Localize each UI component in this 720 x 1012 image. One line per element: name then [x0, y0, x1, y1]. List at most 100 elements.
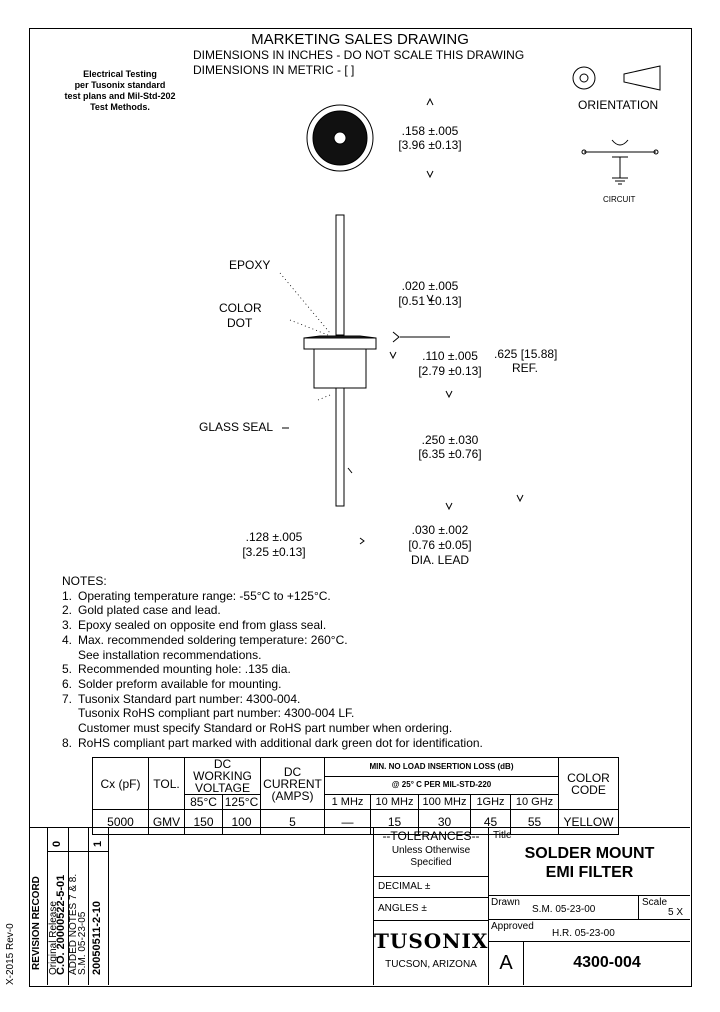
title-block-top-line: [29, 827, 690, 828]
title-block-divider: [373, 827, 374, 985]
dim-overall-length: .625 [15.88]: [494, 347, 558, 361]
notes-section: NOTES: 1. Operating temperature range: -5…: [62, 574, 483, 750]
note-number: 3.: [62, 618, 73, 633]
dim-flange-diameter: .128 ±.005: [245, 530, 303, 544]
drawing-size: A: [499, 952, 513, 974]
header-line: CODE: [571, 782, 606, 797]
orientation-label: ORIENTATION: [578, 98, 659, 112]
circuit-icon: [581, 139, 659, 185]
note-item: 2. Gold plated case and lead.: [62, 603, 483, 618]
dim-lead-diameter-metric: [0.76 ±0.05]: [408, 538, 472, 552]
title-label: Title: [493, 830, 512, 841]
revision-divider: [68, 827, 69, 985]
testing-note: Electrical Testing per Tusonix standard …: [60, 69, 180, 113]
cell-loss: 15: [370, 809, 419, 835]
note-text: Gold plated case and lead.: [78, 603, 221, 618]
cell-color: YELLOW: [558, 809, 619, 835]
circuit-label: CIRCUIT: [603, 195, 636, 204]
note-text: Operating temperature range: -55°C to +1…: [78, 588, 331, 603]
note-text: Customer must specify Standard or RoHS p…: [78, 721, 453, 736]
dim-case-diameter-metric: [3.96 ±0.13]: [398, 138, 462, 152]
dim-lead-length: .250 ±.030: [421, 433, 479, 447]
note-item: Customer must specify Standard or RoHS p…: [62, 721, 483, 736]
note-text: Tusonix Standard part number: 4300-004.: [78, 691, 301, 706]
header-line: DC: [283, 764, 302, 779]
title-block-divider: [373, 897, 488, 898]
header-line: CURRENT: [263, 776, 322, 791]
company-location: TUCSON, ARIZONA: [385, 959, 477, 970]
dim-lead-length-metric: [6.35 ±0.76]: [418, 447, 482, 461]
note-item: 3. Epoxy sealed on opposite end from glas…: [62, 618, 483, 633]
end-view-dimension: [426, 97, 434, 179]
dim-flange-diameter-metric: [3.25 ±0.13]: [242, 545, 306, 559]
part-title-line2: EMI FILTER: [545, 864, 634, 881]
cell-cx: 5000: [92, 809, 149, 835]
cell-v125: 100: [222, 809, 261, 835]
title-block-divider: [523, 941, 524, 985]
header-line: (AMPS): [271, 788, 314, 803]
revision-1-change-order: 20050511-2-10: [91, 900, 103, 975]
note-text: Epoxy sealed on opposite end from glass …: [78, 618, 327, 633]
orientation-end-icon: [572, 66, 596, 90]
cell-loss: 45: [470, 809, 511, 835]
note-number: [62, 706, 78, 721]
header-line: COLOR: [567, 770, 610, 785]
note-item: 7. Tusonix Standard part number: 4300-004…: [62, 692, 483, 707]
cell-loss: 30: [418, 809, 471, 835]
revision-divider: [47, 851, 108, 852]
dim-lead-diameter-label: DIA. LEAD: [410, 553, 470, 567]
note-text: Tusonix RoHS compliant part number: 4300…: [78, 706, 355, 721]
note-text: RoHS compliant part marked with addition…: [78, 735, 483, 750]
testing-note-line: Electrical Testing: [83, 69, 157, 79]
note-number: 5.: [62, 662, 73, 677]
header-freq: 1GHz: [470, 794, 511, 810]
cell-loss: —: [324, 809, 371, 835]
company-logo: TUSONIX: [374, 929, 489, 953]
scale-label: Scale: [642, 897, 668, 908]
form-number: X-2015 Rev-0: [5, 923, 16, 985]
orientation-side-icon: [623, 65, 661, 91]
cell-v85: 150: [184, 809, 223, 835]
note-number: [62, 648, 78, 663]
header-85c: 85°C: [184, 794, 223, 810]
drawing-part-number: 4300-004: [573, 954, 641, 971]
testing-note-line: Test Methods.: [90, 102, 150, 112]
callout-epoxy: EPOXY: [229, 258, 271, 272]
dimensions-note-inches: DIMENSIONS IN INCHES - DO NOT SCALE THIS…: [193, 48, 525, 62]
header-insertion-loss: MIN. NO LOAD INSERTION LOSS (dB): [324, 757, 559, 777]
drawing-title: MARKETING SALES DRAWING: [251, 31, 469, 48]
note-text: See installation recommendations.: [78, 647, 262, 662]
part-body: [303, 214, 377, 507]
revision-divider: [47, 827, 48, 985]
cell-amps: 5: [260, 809, 325, 835]
cell-loss: 55: [510, 809, 559, 835]
note-text: Solder preform available for mounting.: [78, 676, 282, 691]
decimal-tolerance: DECIMAL ±: [378, 881, 431, 892]
angles-tolerance: ANGLES ±: [378, 903, 427, 914]
testing-note-line: per Tusonix standard: [74, 80, 166, 90]
note-number: 8.: [62, 735, 73, 750]
approved-label: Approved: [491, 921, 534, 932]
dim-epoxy-height-metric: [0.51 ±0.13]: [398, 294, 462, 308]
revision-divider: [88, 827, 89, 985]
note-number: 7.: [62, 691, 73, 706]
dim-epoxy-height: .020 ±.005: [401, 279, 459, 293]
header-cx: Cx (pF): [92, 757, 149, 810]
note-number: 2.: [62, 603, 73, 618]
note-number: 6.: [62, 676, 73, 691]
tolerances-note: Unless Otherwise: [391, 845, 471, 856]
dim-body-length-metric: [2.79 ±0.13]: [418, 364, 482, 378]
note-number: 4.: [62, 632, 73, 647]
title-block-divider: [638, 895, 639, 919]
header-freq: 100 MHz: [418, 794, 471, 810]
drawing-border: [29, 28, 692, 987]
notes-title: NOTES:: [62, 574, 107, 588]
drawn-label: Drawn: [491, 897, 520, 908]
note-item: 5.Recommended mounting hole: .135 dia.: [62, 662, 483, 677]
note-text: Max. recommended soldering temperature: …: [78, 632, 348, 647]
note-item: 4. Max. recommended soldering temperature…: [62, 633, 483, 648]
title-block-divider: [373, 920, 488, 921]
note-number: 1.: [62, 588, 73, 603]
